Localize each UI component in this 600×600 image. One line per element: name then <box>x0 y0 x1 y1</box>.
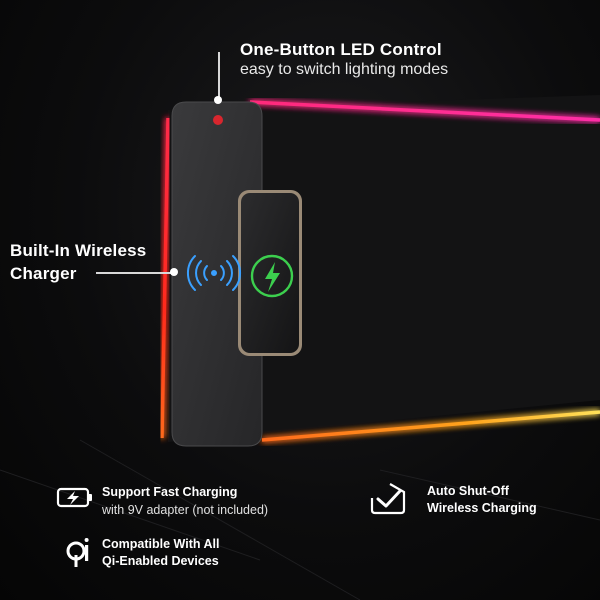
feature-fast-charging-title: Support Fast Charging <box>102 485 238 499</box>
feature-auto-shutoff-title-line1: Auto Shut-Off <box>427 484 509 498</box>
lightning-bolt-icon <box>265 262 280 292</box>
charger-callout: Built-In Wireless Charger <box>10 241 146 284</box>
led-callout-dot <box>214 96 222 104</box>
charger-callout-dot <box>170 268 178 276</box>
led-callout-subtitle: easy to switch lighting modes <box>240 61 449 78</box>
auto-shutoff-check-icon <box>370 483 406 515</box>
wireless-waves-icon <box>186 255 242 291</box>
charger-callout-title-line1: Built-In Wireless <box>10 241 147 260</box>
led-callout: One-Button LED Control easy to switch li… <box>240 40 448 79</box>
charger-callout-title-line2: Charger <box>10 264 77 283</box>
led-callout-line <box>218 52 220 98</box>
left-led-strip <box>160 117 170 439</box>
bottom-led-strip <box>261 410 600 442</box>
feature-auto-shutoff-title-line2: Wireless Charging <box>427 501 537 515</box>
feature-fast-charging-subtitle: with 9V adapter (not included) <box>102 503 269 517</box>
charger-callout-line <box>96 272 172 274</box>
led-button[interactable] <box>213 115 223 125</box>
background-streaks <box>0 439 600 600</box>
qi-icon <box>66 538 89 567</box>
led-callout-title: One-Button LED Control <box>240 40 442 59</box>
feature-qi-title-line2: Qi-Enabled Devices <box>102 554 219 568</box>
top-led-strip <box>249 100 600 122</box>
fast-charging-battery-icon <box>56 487 92 508</box>
charging-panel <box>171 101 263 447</box>
charging-ring-icon <box>250 254 294 298</box>
feature-qi-title-line1: Compatible With All <box>102 537 220 551</box>
